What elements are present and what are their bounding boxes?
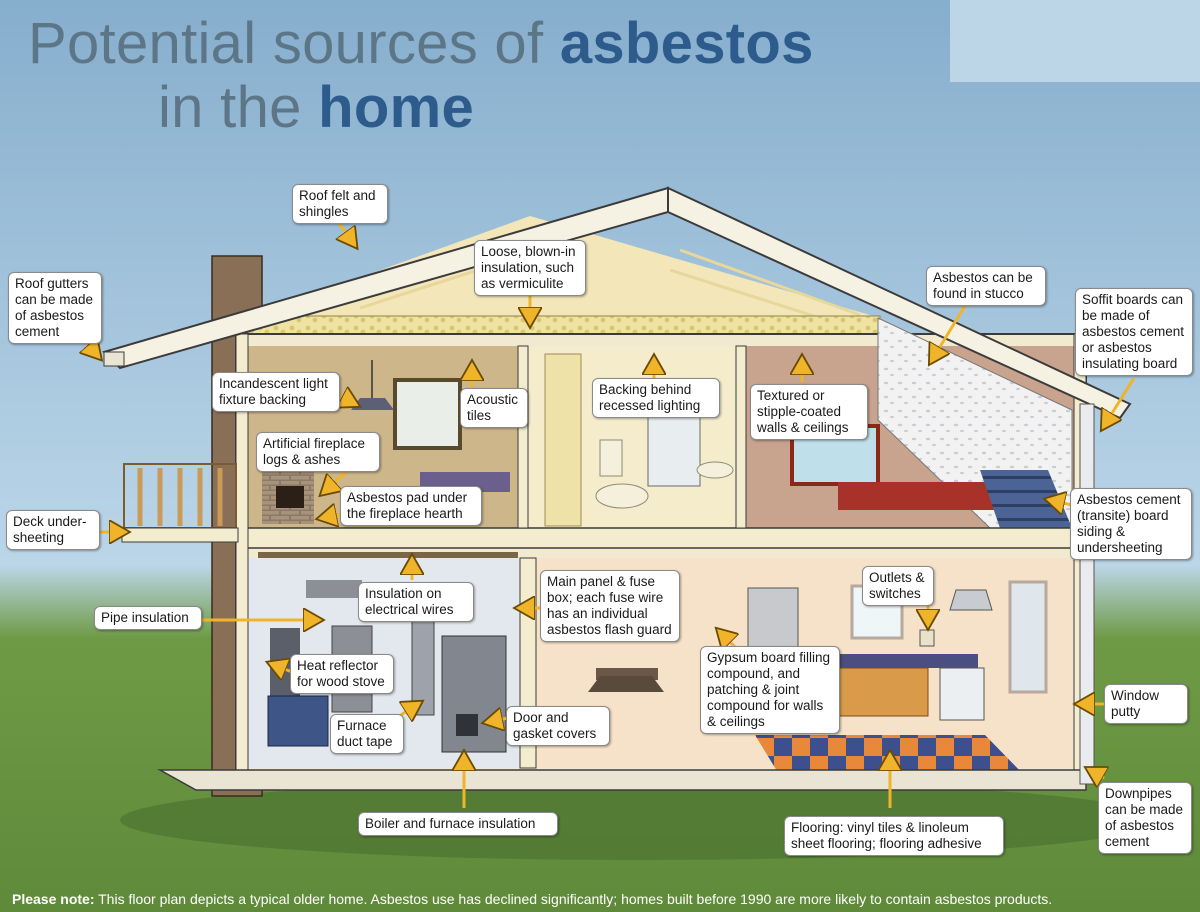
wood-stove: [267, 695, 329, 747]
label-flooring: Flooring: vinyl tiles & linoleum sheet f…: [784, 816, 1004, 856]
label-textured-walls: Textured or stipple-coated walls & ceili…: [750, 384, 868, 440]
arrow-heat-reflector: [272, 664, 293, 672]
arrow-fireplace-pad: [322, 514, 343, 518]
ground-shadow: [120, 780, 1160, 860]
sky-highlight-band: [950, 0, 1200, 82]
label-recessed-lighting: Backing behind recessed lighting: [592, 378, 720, 418]
title-line1-plain: Potential sources of: [28, 11, 560, 76]
downpipe: [1079, 403, 1095, 785]
footer-note-label: Please note:: [12, 891, 95, 907]
arrow-stucco: [932, 303, 968, 360]
title-line2-bold: home: [318, 75, 474, 140]
dining-chairs: [588, 676, 664, 692]
sink: [696, 461, 734, 479]
label-duct-tape: Furnace duct tape: [330, 714, 404, 754]
label-pipe-insulation: Pipe insulation: [94, 606, 202, 630]
duct: [306, 580, 362, 598]
kitchen-counter: [838, 654, 978, 668]
label-boiler-insulation: Boiler and furnace insulation: [358, 812, 558, 836]
deck-floor: [121, 527, 239, 543]
title-line2-plain: in the: [158, 75, 319, 140]
deck-balusters: [137, 468, 223, 526]
label-fireplace-pad: Asbestos pad under the fireplace hearth: [340, 486, 482, 526]
floor-slab: [235, 527, 1087, 549]
label-transite-siding: Asbestos cement (transite) board siding …: [1070, 488, 1192, 560]
range-hood: [949, 589, 993, 611]
furnace-door: [456, 714, 478, 736]
label-electrical-wires: Insulation on electrical wires: [358, 582, 474, 622]
roof-gutter: [103, 351, 125, 367]
label-roof-felt: Roof felt and shingles: [292, 184, 388, 224]
label-acoustic-tiles: Acoustic tiles: [460, 388, 528, 428]
stove: [939, 667, 985, 721]
label-loose-insulation: Loose, blown-in insulation, such as verm…: [474, 240, 586, 296]
label-window-putty: Window putty: [1104, 684, 1188, 724]
label-gypsum-board: Gypsum board filling compound, and patch…: [700, 646, 840, 734]
upper-window: [393, 378, 462, 450]
ground-slab: [157, 769, 1087, 791]
label-downpipes: Downpipes can be made of asbestos cement: [1098, 782, 1192, 854]
title-line1-bold: asbestos: [559, 11, 814, 76]
arrow-soffit: [1104, 377, 1136, 426]
arrow-door-gasket: [488, 718, 509, 722]
label-main-panel: Main panel & fuse box; each fuse wire ha…: [540, 570, 680, 642]
footer-note-text: This floor plan depicts a typical older …: [94, 891, 1053, 907]
label-roof-gutters: Roof gutters can be made of asbestos cem…: [8, 272, 102, 344]
arrow-downpipes: [1090, 770, 1104, 778]
toilet-bowl: [595, 483, 649, 509]
stair-shaft: [544, 353, 582, 527]
fireplace-opening: [276, 486, 304, 508]
label-soffit-boards: Soffit boards can be made of asbestos ce…: [1075, 288, 1193, 376]
bed: [838, 482, 1008, 510]
label-stucco: Asbestos can be found in stucco: [926, 266, 1046, 306]
kitchen-cabinets: [837, 667, 929, 717]
wall-outlet: [919, 629, 935, 647]
arrow-gypsum: [720, 632, 736, 648]
label-incandescent-light: Incandescent light fixture backing: [212, 372, 340, 412]
side-window: [1008, 580, 1048, 694]
footer-note: Please note: This floor plan depicts a t…: [0, 887, 1200, 912]
label-outlets-switches: Outlets & switches: [862, 566, 934, 606]
arrow-roof-felt: [338, 221, 354, 244]
label-deck-undersheeting: Deck under-sheeting: [6, 510, 100, 550]
attic-insulation: [247, 315, 881, 335]
label-door-gasket: Door and gasket covers: [506, 706, 610, 746]
arrow-fireplace-logs: [324, 470, 348, 492]
label-fireplace-logs: Artificial fireplace logs & ashes: [256, 432, 380, 472]
page-title: Potential sources of asbestos in the hom…: [28, 12, 814, 140]
label-heat-reflector: Heat reflector for wood stove: [290, 654, 394, 694]
toilet-tank: [599, 439, 623, 477]
